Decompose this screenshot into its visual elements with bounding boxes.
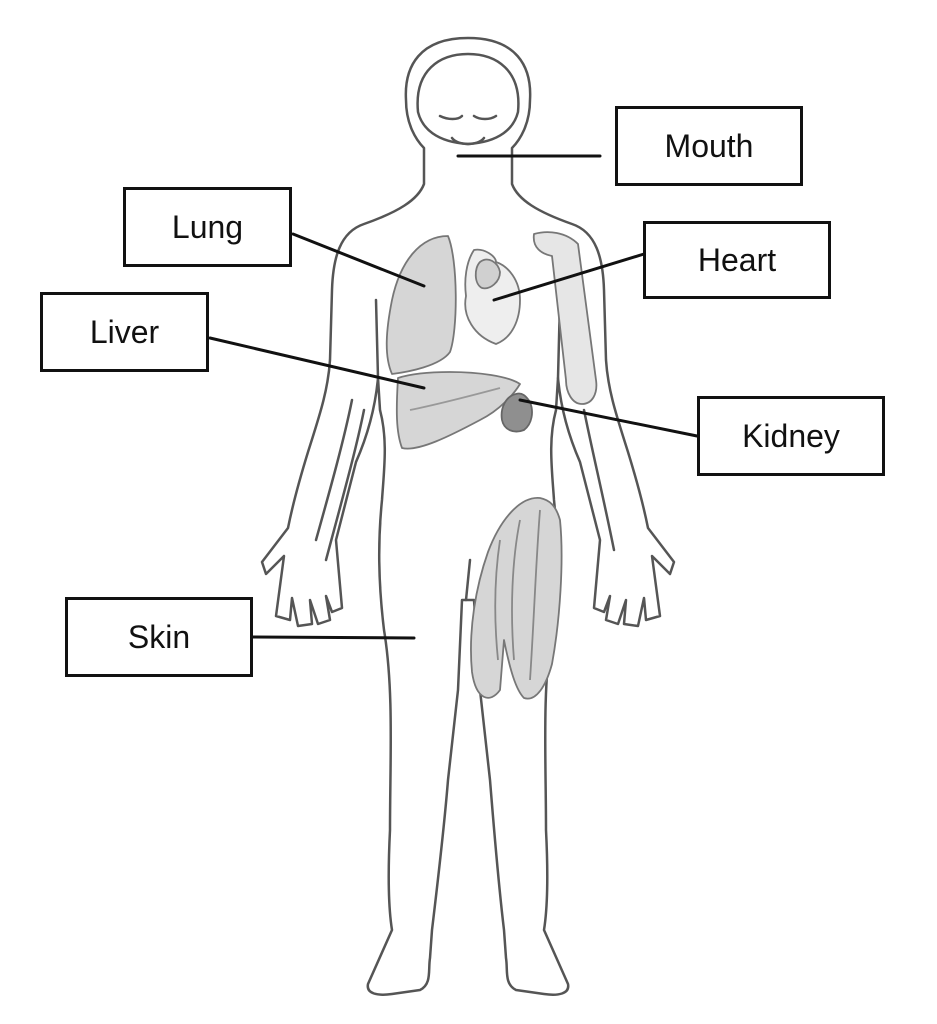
label-kidney: Kidney	[697, 396, 885, 476]
label-mouth: Mouth	[615, 106, 803, 186]
label-heart: Heart	[643, 221, 831, 299]
label-lung: Lung	[123, 187, 292, 267]
body-outline	[260, 36, 676, 996]
kidney-shape	[500, 392, 533, 433]
leader-line-lung	[291, 232, 426, 288]
lung-shape	[385, 235, 457, 375]
label-liver: Liver	[40, 292, 209, 372]
right-lung-bone	[532, 231, 598, 405]
label-skin: Skin	[65, 597, 253, 677]
leader-lines	[208, 154, 699, 640]
organs	[385, 231, 598, 700]
leader-line-liver	[208, 336, 426, 390]
leg-muscle	[470, 497, 563, 700]
leader-line-heart	[492, 252, 646, 302]
leader-line-kidney	[518, 398, 699, 438]
leader-line-skin	[251, 635, 416, 640]
